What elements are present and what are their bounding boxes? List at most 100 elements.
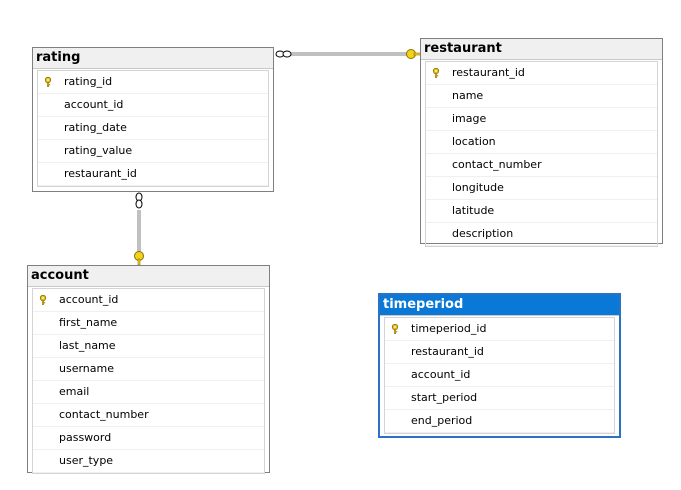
column-name: account_id	[59, 293, 119, 306]
row-selector[interactable]	[33, 358, 53, 380]
column-name: restaurant_id	[64, 167, 137, 180]
column-row[interactable]: account_id	[38, 94, 268, 117]
column-name: username	[59, 362, 114, 375]
column-row[interactable]: account_id	[385, 364, 614, 387]
column-row[interactable]: image	[426, 108, 657, 131]
row-selector[interactable]	[33, 450, 53, 472]
row-selector[interactable]	[33, 289, 53, 311]
row-selector[interactable]	[385, 410, 405, 432]
column-name: account_id	[64, 98, 124, 111]
column-name: description	[452, 227, 514, 240]
row-selector[interactable]	[33, 404, 53, 426]
column-row[interactable]: restaurant_id	[38, 163, 268, 186]
column-row[interactable]: user_type	[33, 450, 264, 473]
column-list: rating_id account_id rating_date rating_val…	[37, 70, 269, 187]
column-row[interactable]: location	[426, 131, 657, 154]
row-selector[interactable]	[38, 94, 58, 116]
column-name: user_type	[59, 454, 114, 467]
row-selector[interactable]	[385, 387, 405, 409]
row-selector[interactable]	[33, 312, 53, 334]
column-name: last_name	[59, 339, 116, 352]
row-selector[interactable]	[426, 62, 446, 84]
one-end-key-icon	[134, 251, 144, 266]
column-row[interactable]: username	[33, 358, 264, 381]
table-title: account	[28, 266, 269, 287]
column-name: contact_number	[452, 158, 542, 171]
many-end-icon	[275, 50, 292, 58]
column-name: first_name	[59, 316, 118, 329]
row-selector[interactable]	[426, 154, 446, 176]
column-row[interactable]: description	[426, 223, 657, 246]
row-selector[interactable]	[33, 381, 53, 403]
column-row[interactable]: end_period	[385, 410, 614, 433]
column-row[interactable]: restaurant_id	[385, 341, 614, 364]
row-selector[interactable]	[426, 108, 446, 130]
relationship-rating-restaurant[interactable]	[275, 49, 422, 59]
column-name: timeperiod_id	[411, 322, 487, 335]
row-selector[interactable]	[33, 427, 53, 449]
primary-key-icon	[39, 295, 47, 305]
column-row[interactable]: email	[33, 381, 264, 404]
row-selector[interactable]	[38, 163, 58, 185]
column-name: rating_id	[64, 75, 113, 88]
column-name: contact_number	[59, 408, 149, 421]
column-row[interactable]: rating_id	[38, 71, 268, 94]
column-row[interactable]: contact_number	[33, 404, 264, 427]
column-row[interactable]: restaurant_id	[426, 62, 657, 85]
column-name: start_period	[411, 391, 478, 404]
column-name: name	[452, 89, 484, 102]
column-name: location	[452, 135, 496, 148]
primary-key-icon	[391, 324, 399, 334]
column-row[interactable]: account_id	[33, 289, 264, 312]
column-row[interactable]: contact_number	[426, 154, 657, 177]
column-row[interactable]: start_period	[385, 387, 614, 410]
relationship-rating-account[interactable]	[134, 192, 144, 266]
column-name: longitude	[452, 181, 504, 194]
column-row[interactable]: last_name	[33, 335, 264, 358]
column-name: restaurant_id	[411, 345, 484, 358]
primary-key-icon	[44, 77, 52, 87]
table-title: restaurant	[421, 39, 662, 60]
row-selector[interactable]	[385, 341, 405, 363]
column-row[interactable]: longitude	[426, 177, 657, 200]
column-name: image	[452, 112, 487, 125]
column-name: rating_value	[64, 144, 133, 157]
row-selector[interactable]	[38, 117, 58, 139]
many-end-icon	[135, 192, 143, 209]
table-title: rating	[33, 48, 273, 69]
row-selector[interactable]	[38, 140, 58, 162]
column-name: rating_date	[64, 121, 127, 134]
row-selector[interactable]	[426, 223, 446, 245]
column-name: latitude	[452, 204, 495, 217]
column-row[interactable]: timeperiod_id	[385, 318, 614, 341]
row-selector[interactable]	[33, 335, 53, 357]
column-row[interactable]: first_name	[33, 312, 264, 335]
column-row[interactable]: name	[426, 85, 657, 108]
column-row[interactable]: rating_value	[38, 140, 268, 163]
column-name: email	[59, 385, 90, 398]
row-selector[interactable]	[385, 318, 405, 340]
row-selector[interactable]	[426, 200, 446, 222]
column-row[interactable]: latitude	[426, 200, 657, 223]
column-name: password	[59, 431, 112, 444]
column-name: end_period	[411, 414, 473, 427]
row-selector[interactable]	[426, 177, 446, 199]
row-selector[interactable]	[426, 85, 446, 107]
column-name: account_id	[411, 368, 471, 381]
table-title: timeperiod	[380, 295, 619, 316]
column-row[interactable]: rating_date	[38, 117, 268, 140]
column-name: restaurant_id	[452, 66, 525, 79]
column-row[interactable]: password	[33, 427, 264, 450]
row-selector[interactable]	[38, 71, 58, 93]
row-selector[interactable]	[426, 131, 446, 153]
column-list: account_id first_name last_name username ema…	[32, 288, 265, 474]
primary-key-icon	[432, 68, 440, 78]
row-selector[interactable]	[385, 364, 405, 386]
